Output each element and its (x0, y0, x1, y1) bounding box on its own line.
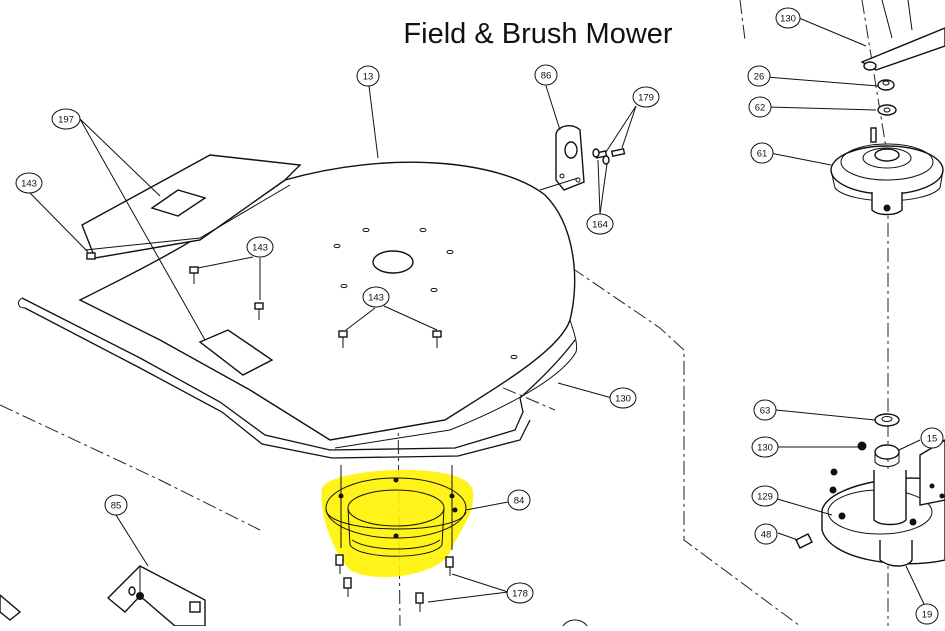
svg-text:86: 86 (541, 71, 552, 82)
svg-text:85: 85 (111, 501, 122, 512)
bracket-86 (539, 124, 626, 191)
deck-bolts (86, 252, 442, 348)
callout-197: 197 (51, 108, 81, 130)
callout-178: 178 (506, 582, 534, 604)
leader-lines (29, 17, 925, 605)
svg-text:130: 130 (615, 394, 631, 405)
spindle-housing-84 (321, 465, 474, 578)
svg-text:130: 130 (757, 443, 773, 454)
svg-text:129: 129 (757, 492, 773, 503)
callout-15: 15 (920, 427, 944, 449)
callout-143: 143 (15, 172, 43, 194)
svg-text:143: 143 (368, 293, 384, 304)
callout-130: 130 (609, 387, 637, 409)
svg-text:130: 130 (780, 14, 796, 25)
callout-61: 61 (750, 142, 774, 164)
callout-105: 105 (561, 619, 589, 631)
callout-13: 13 (356, 65, 380, 87)
svg-text:48: 48 (761, 530, 772, 541)
svg-text:13: 13 (363, 72, 374, 83)
callout-84: 84 (507, 489, 531, 511)
bracket-85 (0, 565, 206, 627)
svg-text:179: 179 (638, 93, 654, 104)
callout-143: 143 (246, 236, 274, 258)
callout-86: 86 (534, 64, 558, 86)
svg-text:61: 61 (757, 149, 768, 160)
svg-text:19: 19 (922, 610, 933, 621)
svg-text:63: 63 (760, 406, 771, 417)
callout-85: 85 (104, 494, 128, 516)
mower-deck (17, 154, 578, 459)
svg-text:197: 197 (58, 115, 74, 126)
callout-143: 143 (362, 286, 390, 308)
callout-48: 48 (754, 523, 778, 545)
diagram-title: Field & Brush Mower (403, 18, 672, 50)
callout-62: 62 (748, 96, 772, 118)
svg-text:164: 164 (592, 220, 608, 231)
svg-text:84: 84 (514, 496, 525, 507)
svg-text:143: 143 (252, 243, 268, 254)
callout-129: 129 (751, 485, 779, 507)
callout-164: 164 (586, 213, 614, 235)
callout-130: 130 (751, 436, 779, 458)
svg-text:143: 143 (21, 179, 37, 190)
callout-26: 26 (747, 65, 771, 87)
svg-text:62: 62 (755, 103, 766, 114)
svg-text:178: 178 (512, 589, 528, 600)
svg-text:26: 26 (754, 72, 765, 83)
callout-63: 63 (753, 399, 777, 421)
callout-19: 19 (915, 603, 939, 625)
callout-179: 179 (632, 86, 660, 108)
callouts: 130 26 62 61 13 86 179 197 143 143 143 1… (15, 7, 944, 631)
svg-text:15: 15 (927, 434, 938, 445)
callout-130: 130 (775, 7, 801, 29)
bolts-178 (335, 554, 454, 612)
pulley-stack (795, 0, 945, 567)
